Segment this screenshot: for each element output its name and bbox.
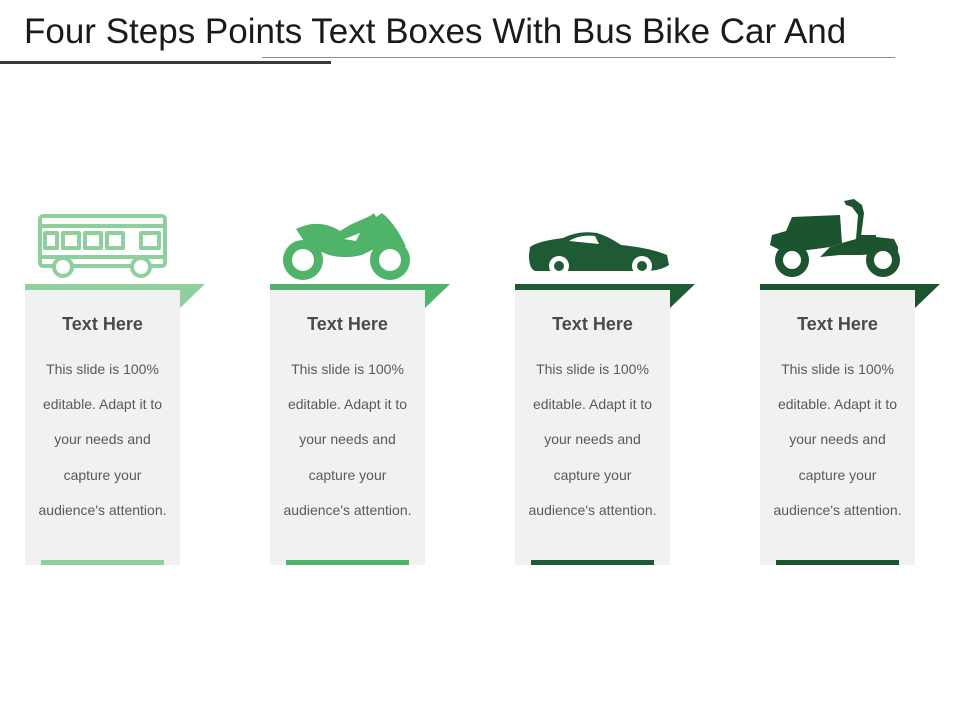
text-box: Text Here This slide is 100% editable. A… — [515, 290, 670, 565]
title-underline — [0, 61, 331, 64]
accent-bar — [41, 560, 164, 565]
text-box: Text Here This slide is 100% editable. A… — [760, 290, 915, 565]
accent-bar — [531, 560, 654, 565]
step-heading: Text Here — [62, 314, 143, 334]
text-box: Text Here This slide is 100% editable. A… — [25, 290, 180, 565]
accent-bar — [776, 560, 899, 565]
slide-title: Four Steps Points Text Boxes With Bus Bi… — [24, 12, 847, 51]
step-description: This slide is 100% editable. Adapt it to… — [38, 361, 167, 518]
title-divider — [262, 57, 895, 58]
step-description: This slide is 100% editable. Adapt it to… — [528, 361, 657, 518]
step-card-4: Text Here This slide is 100% editable. A… — [760, 195, 940, 565]
step-card-3: Text Here This slide is 100% editable. A… — [515, 195, 695, 565]
step-description: This slide is 100% editable. Adapt it to… — [773, 361, 902, 518]
bus-icon — [25, 195, 205, 285]
text-box: Text Here This slide is 100% editable. A… — [270, 290, 425, 565]
step-heading: Text Here — [552, 314, 633, 334]
motorcycle-icon — [270, 195, 450, 285]
step-card-1: Text Here This slide is 100% editable. A… — [25, 195, 205, 565]
car-icon — [515, 195, 695, 285]
accent-bar — [286, 560, 409, 565]
step-description: This slide is 100% editable. Adapt it to… — [283, 361, 412, 518]
step-card-2: Text Here This slide is 100% editable. A… — [270, 195, 450, 565]
step-heading: Text Here — [307, 314, 388, 334]
step-heading: Text Here — [797, 314, 878, 334]
scooter-icon — [760, 195, 940, 285]
